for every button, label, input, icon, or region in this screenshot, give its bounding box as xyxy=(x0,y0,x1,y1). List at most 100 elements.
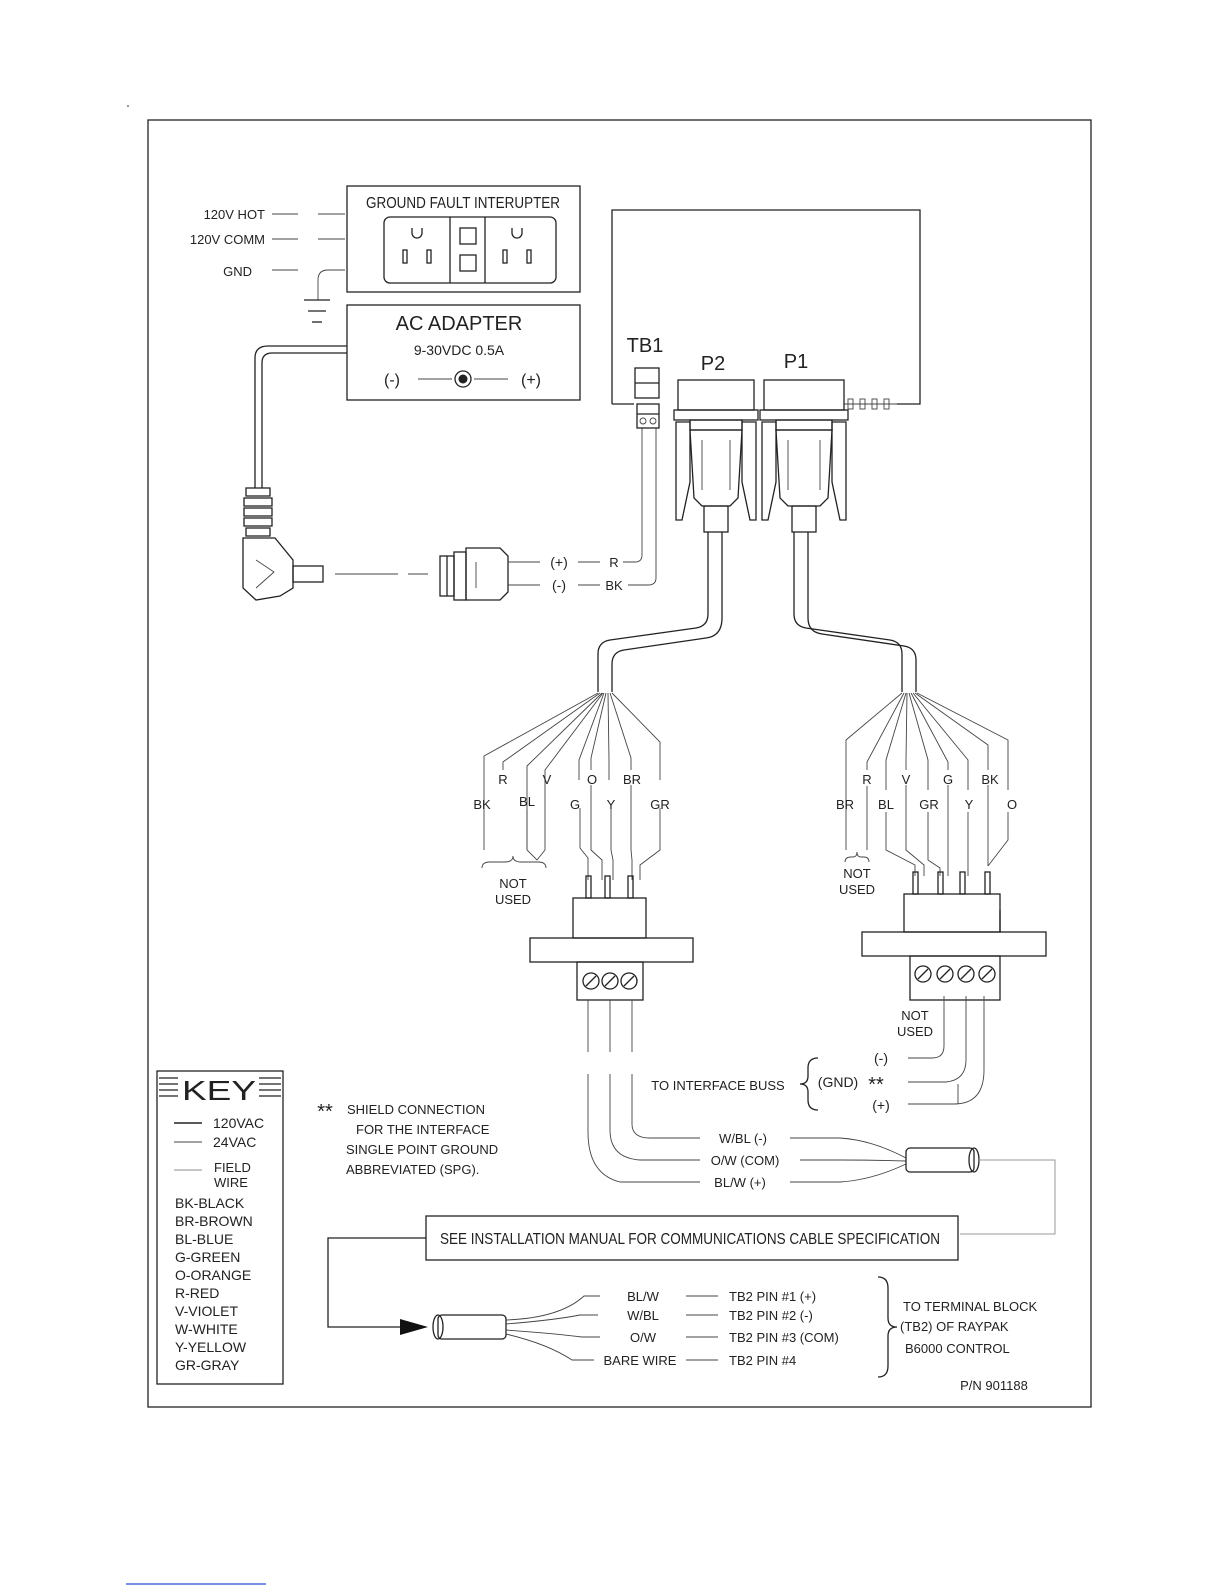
barrel-jack-symbol xyxy=(454,370,472,388)
right-screw-terminals xyxy=(914,965,996,983)
lh-wire-bl: BL xyxy=(519,794,535,809)
key-color-8: Y-YELLOW xyxy=(175,1339,247,1355)
shield-line-1: SHIELD CONNECTION xyxy=(347,1102,485,1117)
buss-gnd: (GND) xyxy=(818,1074,858,1090)
rh-wire-v: V xyxy=(902,772,911,787)
tb1-label: TB1 xyxy=(627,335,664,357)
lh-wire-bk: BK xyxy=(473,797,491,812)
key-label-120vac: 120VAC xyxy=(213,1115,264,1131)
comm-label: 120V COMM xyxy=(190,232,265,247)
dc-wire-labels: (+) R (-) BK xyxy=(550,428,657,593)
key-color-0: BK-BLACK xyxy=(175,1195,245,1211)
dc-neg-label: (-) xyxy=(552,577,566,593)
rh-wire-r: R xyxy=(862,772,871,787)
key-color-3: G-GREEN xyxy=(175,1249,240,1265)
key-legend: KEY 120VAC 24VAC FIELD WIRE BK-BLACK BR-… xyxy=(156,1070,284,1385)
lh-not-used-1: NOT xyxy=(499,876,527,891)
tb2-pin-3: TB2 PIN #3 (COM) xyxy=(729,1330,839,1345)
rh-wire-bk: BK xyxy=(981,772,999,787)
shield-line-4: ABBREVIATED (SPG). xyxy=(346,1162,479,1177)
buss-label: TO INTERFACE BUSS xyxy=(651,1078,785,1093)
spec-banner: SEE INSTALLATION MANUAL FOR COMMUNICATIO… xyxy=(425,1215,959,1261)
rh-wire-g: G xyxy=(943,772,953,787)
ground-symbol xyxy=(304,299,330,323)
lh-wire-gr: GR xyxy=(650,797,670,812)
left-harness: BK R BL V G O Y BR GR NOT USED xyxy=(473,692,670,907)
p1-cable xyxy=(793,532,917,692)
tb2-dest-1: TO TERMINAL BLOCK xyxy=(903,1299,1037,1314)
cable-sheath-2 xyxy=(432,1295,600,1361)
p2-connector xyxy=(673,379,759,533)
left-screw-terminals xyxy=(582,972,638,990)
power-labels: 120V HOT 120V COMM GND xyxy=(190,207,345,323)
key-label-field-2: WIRE xyxy=(214,1175,248,1190)
gfi-outlet: GROUND FAULT INTERUPTER xyxy=(346,185,581,293)
key-label-24vac: 24VAC xyxy=(213,1134,256,1150)
key-label-field: FIELD xyxy=(214,1160,251,1175)
lh-not-used-2: USED xyxy=(495,892,531,907)
rh-wire-gr: GR xyxy=(919,797,939,812)
cable-route-2 xyxy=(327,1237,426,1328)
p2-cable xyxy=(597,532,723,692)
cable-wbl: W/BL (-) xyxy=(719,1131,767,1146)
shield-line-3: SINGLE POINT GROUND xyxy=(346,1142,498,1157)
tb2-dest-3: B6000 CONTROL xyxy=(905,1341,1010,1356)
rh-not-used-brace xyxy=(844,851,870,863)
interface-buss: (-) (GND) ** (+) TO INTERFACE BUSS xyxy=(651,996,985,1113)
tb2-dest-2: (TB2) OF RAYPAK xyxy=(900,1319,1009,1334)
lh-wire-o: O xyxy=(587,772,597,787)
rh-wire-bl: BL xyxy=(878,797,894,812)
lh-wire-v: V xyxy=(543,772,552,787)
left-terminal-block xyxy=(529,875,694,1001)
cable-sheath-1 xyxy=(905,1147,980,1173)
right-harness: BR R BL V GR G Y BK O NOT USED xyxy=(836,692,1017,897)
tb2-wire-1: BL/W xyxy=(627,1289,660,1304)
lh-wire-r: R xyxy=(498,772,507,787)
adapter-cord xyxy=(242,345,428,601)
key-title: KEY xyxy=(182,1075,256,1106)
adapter-pos: (+) xyxy=(521,372,541,389)
tb2-wire-3: O/W xyxy=(630,1330,657,1345)
lh-wire-g: G xyxy=(570,797,580,812)
lh-wire-y: Y xyxy=(607,797,616,812)
rh-wire-br: BR xyxy=(836,797,854,812)
adapter-rating: 9-30VDC 0.5A xyxy=(414,342,505,358)
buss-gnd-mark: ** xyxy=(868,1074,884,1096)
ac-adapter: AC ADAPTER 9-30VDC 0.5A (-) (+) xyxy=(346,304,581,401)
key-color-4: O-ORANGE xyxy=(175,1267,251,1283)
rh-term-not-used-2: USED xyxy=(897,1024,933,1039)
diagram-frame xyxy=(147,119,1092,1408)
cable-route-1 xyxy=(960,1159,1056,1235)
right-terminal-block: NOT USED xyxy=(861,871,1047,1039)
dc-pos-label: (+) xyxy=(550,554,568,570)
adapter-neg: (-) xyxy=(384,372,400,389)
lh-wire-br: BR xyxy=(623,772,641,787)
control-board: TB1 P2 P1 xyxy=(611,209,921,429)
cable-arrow xyxy=(400,1319,428,1335)
tb2-pin-4: TB2 PIN #4 xyxy=(729,1353,796,1368)
gfi-title: GROUND FAULT INTERUPTER xyxy=(366,195,560,212)
rh-wire-o: O xyxy=(1007,797,1017,812)
cable-ow: O/W (COM) xyxy=(711,1153,780,1168)
cable-blw: BL/W (+) xyxy=(714,1175,766,1190)
key-color-2: BL-BLUE xyxy=(175,1231,233,1247)
rh-wire-y: Y xyxy=(965,797,974,812)
part-number: P/N 901188 xyxy=(960,1378,1028,1393)
tb2-table: BL/W W/BL O/W BARE WIRE TB2 PIN #1 (+) T… xyxy=(604,1276,1037,1378)
lh-not-used-brace xyxy=(481,855,547,869)
buss-brace xyxy=(799,1057,819,1111)
dc-receptacle xyxy=(439,547,540,601)
shield-note: ** SHIELD CONNECTION FOR THE INTERFACE S… xyxy=(317,1101,498,1177)
tb2-brace xyxy=(877,1276,898,1378)
shield-mark: ** xyxy=(317,1101,333,1123)
p2-label: P2 xyxy=(701,353,725,375)
shield-line-2: FOR THE INTERFACE xyxy=(356,1122,490,1137)
tb2-wire-4: BARE WIRE xyxy=(604,1353,677,1368)
buss-plus: (+) xyxy=(872,1097,890,1113)
key-color-1: BR-BROWN xyxy=(175,1213,253,1229)
tb2-wire-2: W/BL xyxy=(627,1308,659,1323)
tb2-pin-2: TB2 PIN #2 (-) xyxy=(729,1308,813,1323)
page-dot xyxy=(127,105,129,107)
left-field-wires xyxy=(587,1000,700,1183)
